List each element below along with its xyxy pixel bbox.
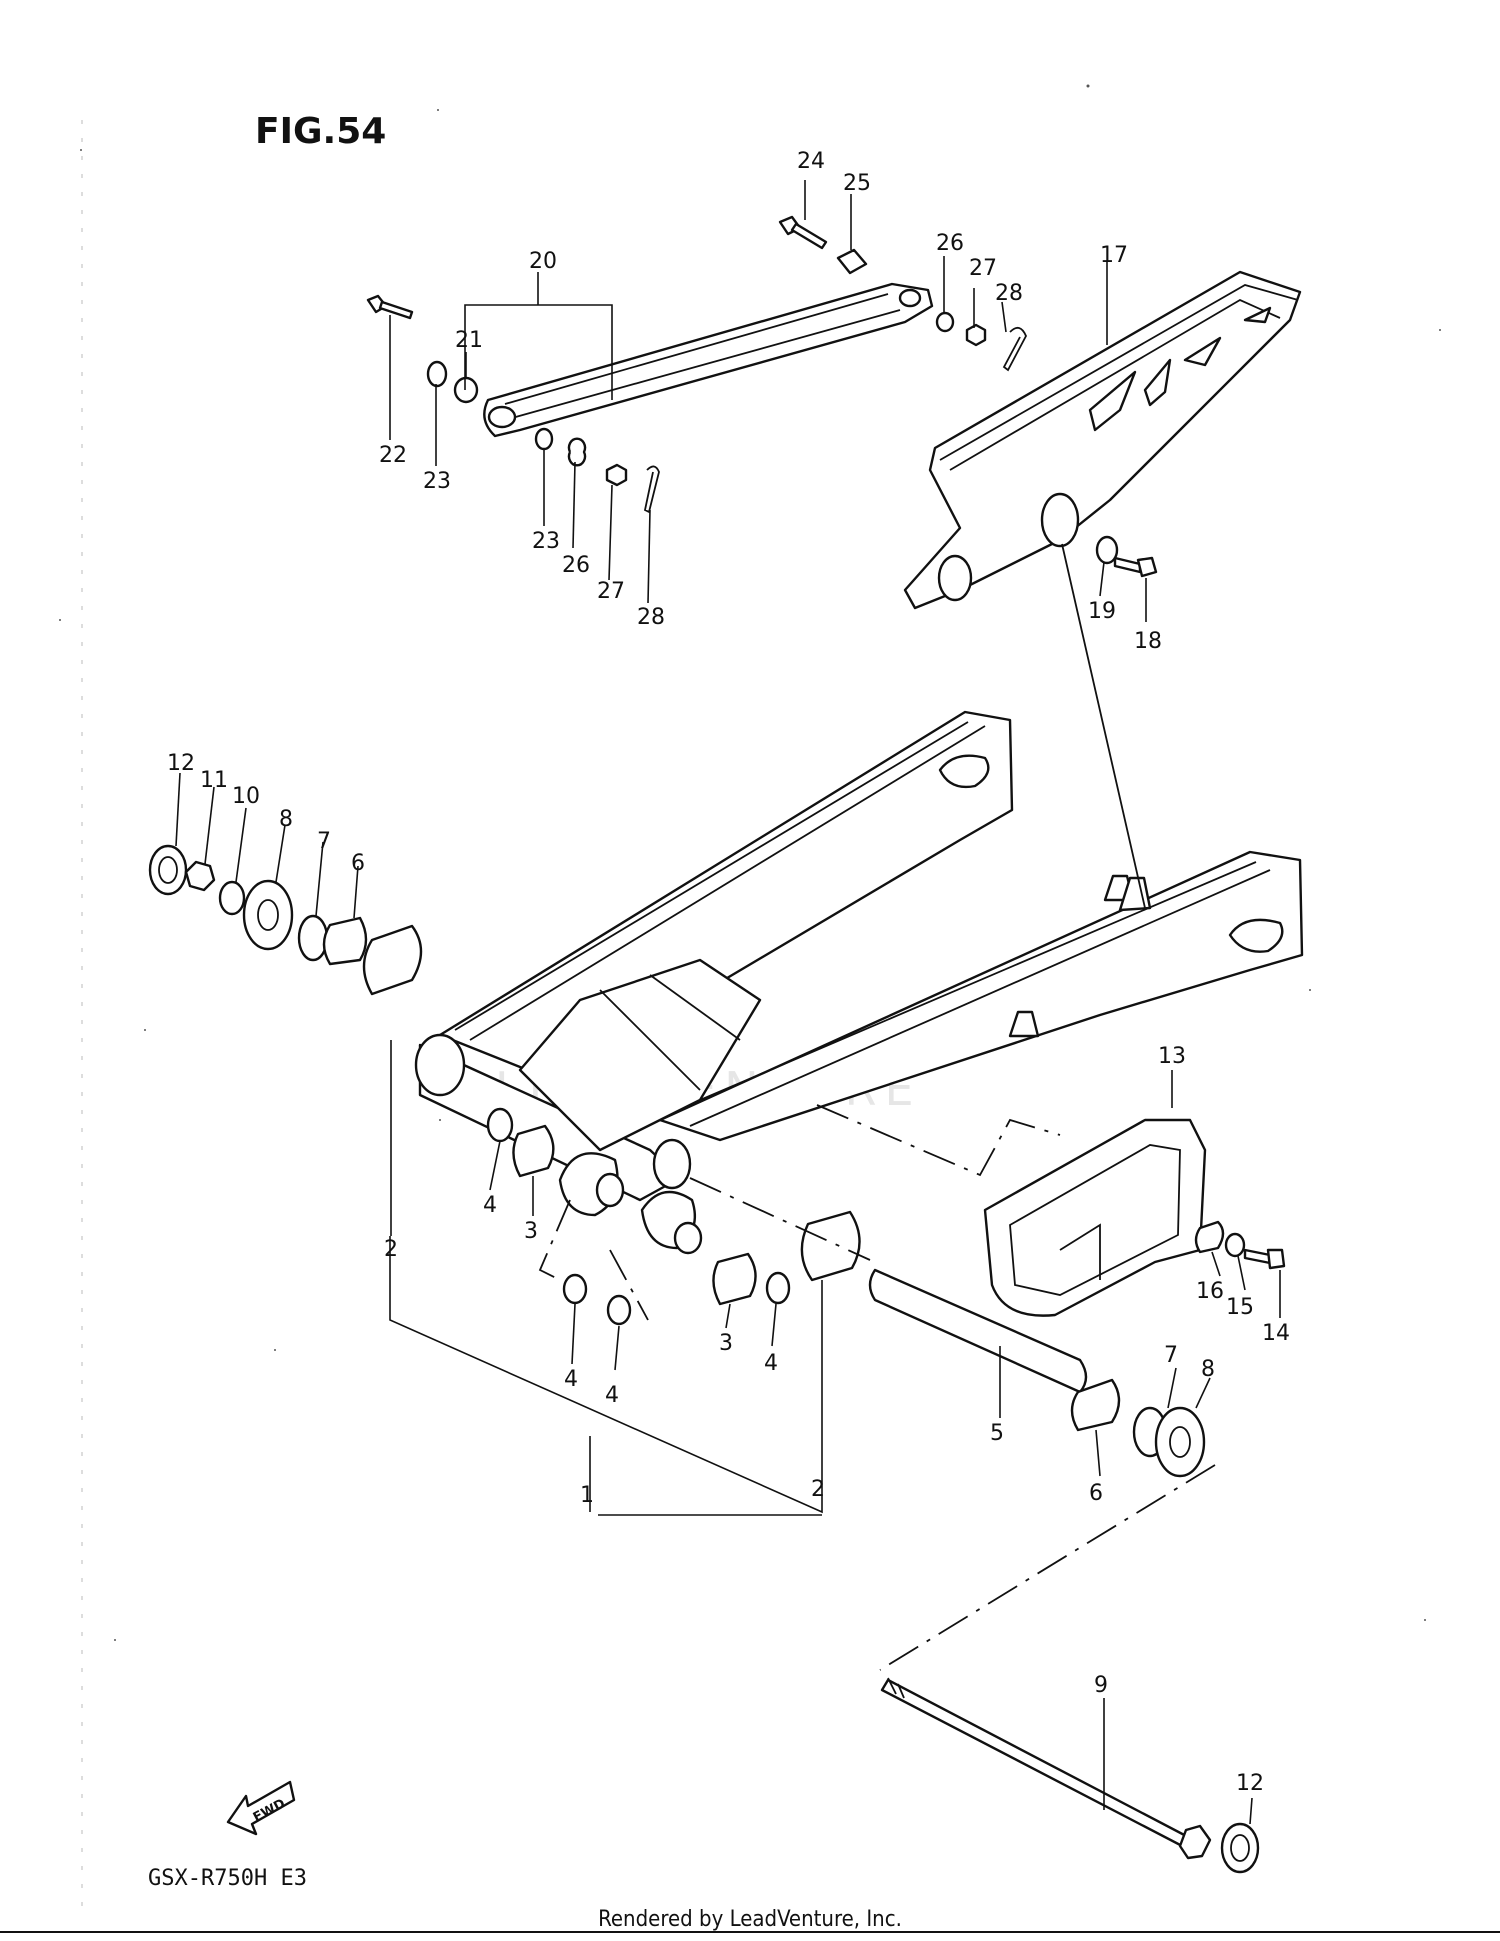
callout-16: 16: [1196, 1279, 1224, 1304]
spacer-6b: [1070, 1378, 1121, 1432]
callout-25a: 25: [843, 171, 871, 196]
callout-24a: 24: [797, 149, 825, 174]
seal-4d: [765, 1271, 791, 1305]
callout-4a: 4: [483, 1193, 497, 1218]
callout-27b: 27: [597, 579, 625, 604]
washer-19: [1095, 535, 1119, 565]
callout-28a: 28: [995, 281, 1023, 306]
washer-26b: [567, 437, 587, 467]
fwd-arrow-icon: FWD: [226, 1780, 296, 1836]
bolt-18: [1113, 556, 1158, 578]
callout-3b: 3: [719, 1331, 733, 1356]
callout-21: 21: [455, 328, 483, 353]
figure-title: FIG.54: [255, 111, 386, 152]
callout-7b: 7: [1164, 1343, 1178, 1368]
washer-23b: [534, 427, 554, 451]
collar-25: [836, 248, 868, 275]
callout-7a: 7: [317, 829, 331, 854]
washer-7a: [297, 914, 329, 962]
bolt-22: [366, 294, 414, 320]
callout-13: 13: [1158, 1044, 1186, 1069]
cotter-pin-28a: [1002, 326, 1027, 372]
callout-26a: 26: [936, 231, 964, 256]
nut-11: [184, 860, 216, 892]
callout-5: 5: [990, 1421, 1004, 1446]
spacer-6a: [322, 916, 368, 966]
pivot-cap-12b: [1220, 1822, 1260, 1874]
callout-8b: 8: [1201, 1357, 1215, 1382]
model-code: GSX-R750H E3: [148, 1866, 307, 1891]
bearing-2a: [362, 924, 423, 996]
swingarm-1: [414, 710, 1304, 1255]
callout-10: 10: [232, 784, 260, 809]
callout-27a: 27: [969, 256, 997, 281]
callout-19: 19: [1088, 599, 1116, 624]
callout-17: 17: [1100, 243, 1128, 268]
leader-lines: [175, 180, 1281, 1825]
torque-link-20: [483, 282, 934, 438]
callout-6a: 6: [351, 851, 365, 876]
callout-20: 20: [529, 249, 557, 274]
callout-8a: 8: [279, 807, 293, 832]
callout-1: 1: [580, 1483, 594, 1508]
callout-3a: 3: [524, 1219, 538, 1244]
washer-23a: [426, 360, 448, 388]
callout-6b: 6: [1089, 1481, 1103, 1506]
seal-4c: [606, 1294, 632, 1326]
seal-8a: [242, 879, 294, 951]
washer-26a: [935, 311, 955, 333]
callout-26b: 26: [562, 553, 590, 578]
seal-8b: [1154, 1406, 1206, 1478]
chain-case-13: [983, 1118, 1207, 1317]
callout-4b: 4: [564, 1367, 578, 1392]
callout-4c: 4: [605, 1383, 619, 1408]
bolt-14: [1243, 1248, 1286, 1270]
callout-4d: 4: [764, 1351, 778, 1376]
callout-18: 18: [1134, 629, 1162, 654]
collar-16: [1194, 1220, 1225, 1254]
callout-23a: 23: [423, 469, 451, 494]
pivot-cap-12a: [148, 844, 188, 896]
callout-2b: 2: [811, 1477, 825, 1502]
callout-22: 22: [379, 443, 407, 468]
bushing-21: [453, 376, 479, 404]
bushing-3b: [712, 1252, 757, 1306]
callout-15: 15: [1226, 1295, 1254, 1320]
seal-4a: [486, 1107, 514, 1143]
nut-27a: [965, 323, 987, 347]
cotter-pin-28b: [643, 465, 660, 514]
assembly-lines: [538, 543, 1216, 1671]
bolt-24: [778, 215, 828, 250]
pivot-bolt-9: [880, 1677, 1212, 1860]
callout-12a: 12: [167, 751, 195, 776]
bushing-3a: [512, 1124, 555, 1178]
callout-23b: 23: [532, 529, 560, 554]
nut-27b: [605, 463, 628, 487]
callout-28b: 28: [637, 605, 665, 630]
seal-4b: [562, 1273, 588, 1305]
washer-10: [218, 880, 246, 916]
callout-12b: 12: [1236, 1771, 1264, 1796]
callout-9: 9: [1094, 1673, 1108, 1698]
washer-15: [1224, 1232, 1246, 1258]
chain-cover-17: [903, 270, 1302, 610]
callout-11: 11: [200, 768, 228, 793]
callout-labels: 24 25 26 27 28 20 17 21 22 23 23 26 27 2…: [167, 149, 1290, 1796]
callout-2a: 2: [384, 1237, 398, 1262]
bearing-2b: [800, 1210, 861, 1282]
callout-14: 14: [1262, 1321, 1290, 1346]
footer-credit: Rendered by LeadVenture, Inc.: [598, 1907, 902, 1932]
